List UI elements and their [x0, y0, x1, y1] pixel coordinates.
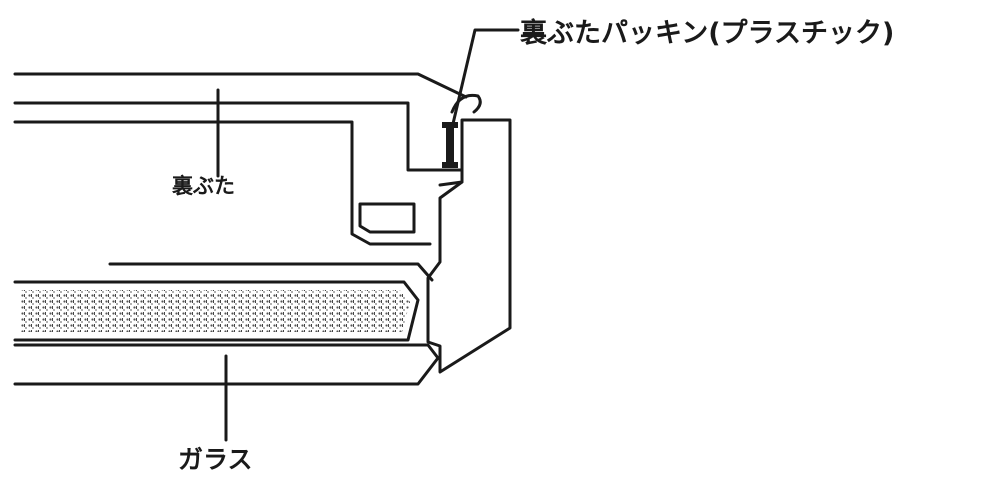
glass-bottom-edge — [13, 343, 440, 386]
glass-outline — [13, 280, 420, 342]
label-back-cover-packing: 裏ぶたパッキン(プラスチック) — [520, 18, 895, 49]
caseback-outer-edge — [13, 72, 468, 99]
caseback-step — [13, 120, 432, 246]
ring-line — [108, 262, 434, 282]
inner-recess — [358, 202, 416, 234]
label-back-cover: 裏ぶた — [172, 174, 235, 198]
glass-texture — [20, 290, 410, 332]
case-body — [426, 118, 512, 374]
packing-gasket — [442, 122, 458, 168]
caseback-inner-line — [13, 101, 464, 187]
label-glass: ガラス — [178, 445, 253, 474]
leader-packing — [450, 28, 520, 130]
